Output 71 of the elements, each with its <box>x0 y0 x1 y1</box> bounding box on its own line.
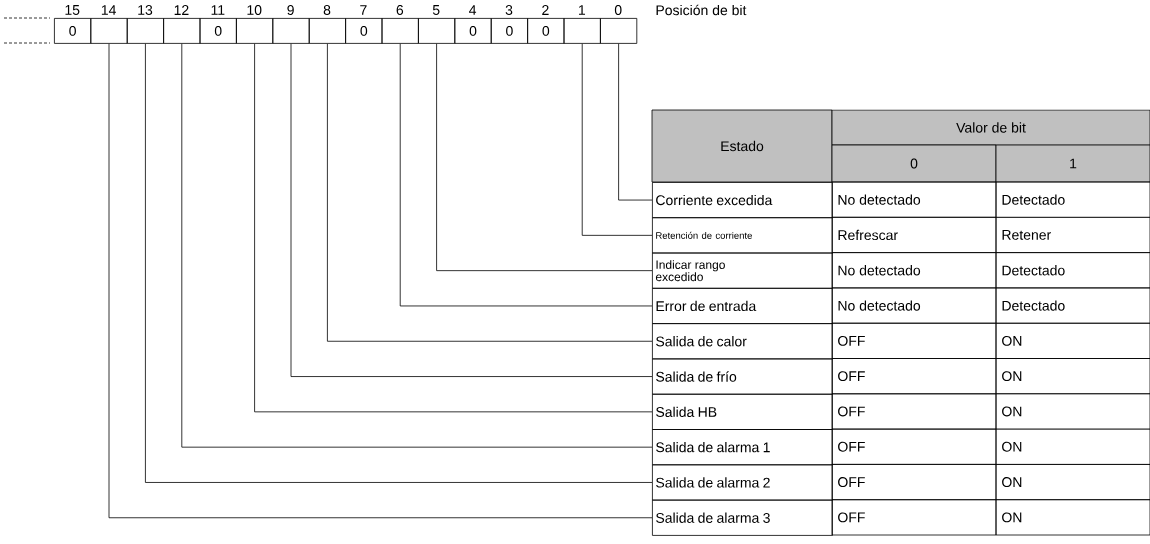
bit-number: 5 <box>432 5 440 15</box>
bit-cell <box>563 18 601 44</box>
bit-number: 8 <box>323 5 331 15</box>
table-cell: Detectado <box>995 181 1150 218</box>
state-cell: Indicar rango excedido <box>652 252 833 289</box>
bit-number: 0 <box>614 5 622 15</box>
bit-number: 6 <box>396 5 404 15</box>
bit-cell <box>163 18 201 44</box>
state-cell: Salida de alarma 2 <box>652 464 833 501</box>
bit-cell: 0 <box>345 18 383 44</box>
table-cell: ON <box>995 428 1150 465</box>
table-cell: OFF <box>831 322 997 359</box>
bit-number: 9 <box>287 5 294 15</box>
state-cell: Salida de alarma 3 <box>652 499 833 536</box>
bit-number: 11 <box>211 5 225 15</box>
state-cell: Error de entrada <box>652 287 833 324</box>
table-cell: Refrescar <box>831 216 997 253</box>
table-cell: ON <box>995 499 1150 536</box>
state-cell: Salida de frío <box>652 358 833 395</box>
bit-cell <box>272 18 310 44</box>
table-cell: ON <box>995 464 1150 501</box>
table-cell: Detectado <box>995 252 1150 289</box>
bit-cell: 0 <box>454 18 492 44</box>
bit-cell <box>600 18 638 44</box>
bit-cell: 0 <box>490 18 528 44</box>
bit-number: 2 <box>542 5 549 15</box>
table-cell: OFF <box>831 464 997 501</box>
table-cell: No detectado <box>831 181 997 218</box>
header-cell: 0 <box>831 144 997 183</box>
axis-title: Posición de bit <box>656 4 747 16</box>
table-cell: Retener <box>995 216 1150 253</box>
bit-number: 10 <box>247 5 262 15</box>
leader-line <box>399 43 653 307</box>
table-cell: OFF <box>831 499 997 536</box>
leader-line <box>290 43 653 377</box>
state-cell: Salida de calor <box>652 323 833 360</box>
table-cell: ON <box>995 322 1150 359</box>
state-cell: Salida HB <box>652 393 833 430</box>
header-cell: 1 <box>995 144 1150 183</box>
bit-number: 3 <box>505 5 513 15</box>
state-cell: Retención de corriente <box>652 217 833 254</box>
bit-number: 4 <box>469 5 477 15</box>
bit-number: 14 <box>101 5 116 15</box>
state-cell: Salida de alarma 1 <box>652 429 833 466</box>
table-cell: OFF <box>831 358 997 395</box>
leader-line <box>581 43 653 236</box>
leader-line <box>618 43 653 201</box>
bit-cell: 0 <box>527 18 565 44</box>
bit-cell <box>236 18 274 44</box>
bit-number: 12 <box>174 5 189 15</box>
table-cell: Detectado <box>995 287 1150 324</box>
bit-number: 13 <box>138 5 153 15</box>
leader-line <box>254 43 653 413</box>
table-cell: OFF <box>831 428 997 465</box>
bit-cell <box>308 18 346 44</box>
table-cell: No detectado <box>831 252 997 289</box>
bit-cell <box>381 18 419 44</box>
bit-cell <box>90 18 128 44</box>
table-cell: OFF <box>831 393 997 430</box>
table-cell: ON <box>995 393 1150 430</box>
bit-cell <box>418 18 456 44</box>
table-cell: ON <box>995 358 1150 395</box>
leader-line <box>327 43 653 342</box>
bit-number: 15 <box>65 5 80 15</box>
bit-cell: 0 <box>54 18 92 44</box>
table-cell: No detectado <box>831 287 997 324</box>
bit-number: 7 <box>360 5 367 15</box>
bit-cell <box>126 18 164 44</box>
bit-cell: 0 <box>199 18 237 44</box>
leader-line <box>436 43 653 272</box>
bit-number: 1 <box>579 5 585 15</box>
